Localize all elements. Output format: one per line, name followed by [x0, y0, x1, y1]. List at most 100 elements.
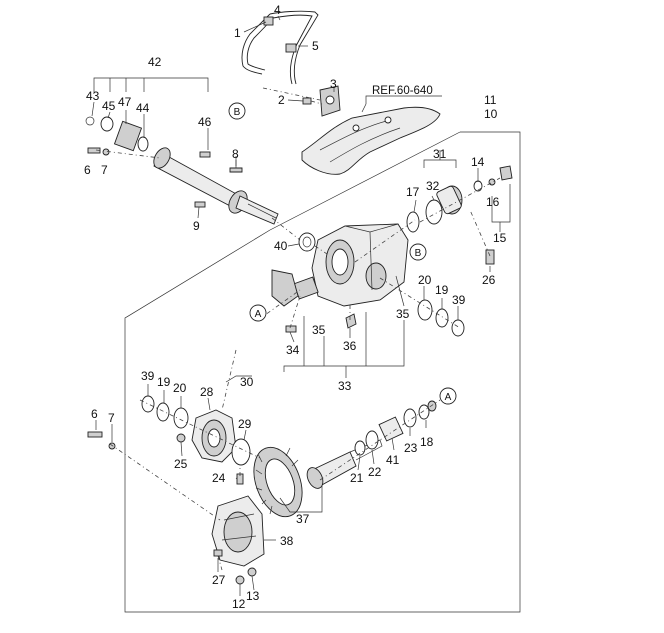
part-number: 37: [296, 512, 310, 526]
part-number: 20: [418, 273, 432, 287]
plug-12-part: [235, 575, 245, 585]
part-number: 30: [240, 375, 254, 389]
part-number: 26: [482, 273, 496, 287]
callout-b-housing: B: [409, 243, 427, 261]
flange-part: [113, 120, 143, 152]
bolt-9-part: [194, 201, 206, 208]
center-lines: [95, 87, 501, 571]
pinion-flange-group: [406, 165, 513, 265]
part-number: 23: [404, 441, 418, 455]
bolt-6-bottom-part: [87, 431, 103, 438]
reference-label: REF.60-640: [372, 85, 433, 97]
propeller-shaft: [85, 116, 279, 225]
part-number: 40: [274, 239, 288, 253]
bolt-6-top-part: [87, 147, 101, 154]
callout-label: B: [415, 248, 422, 259]
leader-lines: [91, 15, 511, 596]
part-number: 19: [435, 283, 449, 297]
part-number: 4: [274, 3, 281, 17]
part-number: 7: [101, 163, 108, 177]
callout-a-right: A: [439, 387, 457, 405]
part-number: 25: [174, 457, 188, 471]
bolt-27-part: [213, 549, 223, 557]
bolt-34-part: [285, 325, 297, 333]
side-bearing-right: [417, 299, 465, 337]
ring-gear: [253, 439, 383, 518]
part-number: 33: [338, 379, 352, 393]
part-number: 8: [232, 147, 239, 161]
part-number: 13: [246, 589, 260, 603]
callout-label: A: [445, 392, 452, 403]
part-number: 28: [200, 385, 214, 399]
part-number: 27: [212, 573, 226, 587]
washer-16-part: [488, 178, 496, 186]
rear-cover: [211, 495, 265, 585]
assembly-outline: [124, 131, 521, 613]
part-number: 6: [84, 163, 91, 177]
part-number: 31: [433, 147, 447, 161]
callout-label: B: [234, 107, 241, 118]
clamp-part: [285, 43, 297, 53]
reference-cover: [301, 106, 441, 175]
hose-clip-part: [263, 16, 274, 26]
bolt-25-part: [176, 433, 186, 443]
differential-carrier: [271, 223, 409, 333]
seal-40-part: [298, 232, 316, 252]
part-number: 7: [108, 411, 115, 425]
washer-13-part: [247, 567, 257, 577]
part-number-labels: 4 1 5 3 2 11 10 42 43 45 47 44 46 8 6 7 …: [84, 3, 507, 611]
part-number: 35: [312, 323, 326, 337]
breather-hose-assembly: [241, 10, 341, 117]
part-number: 45: [102, 99, 116, 113]
part-number: 44: [136, 101, 150, 115]
washer-14-part: [473, 180, 483, 192]
dust-cover-32-part: [425, 199, 443, 225]
part-number: 43: [86, 89, 100, 103]
part-number: 41: [386, 453, 400, 467]
seal-17-part: [406, 211, 420, 233]
nut-part: [499, 165, 513, 181]
bolt-26-part: [485, 249, 495, 265]
part-number: 35: [396, 307, 410, 321]
part-number: 20: [173, 381, 187, 395]
callout-b-top: B: [228, 102, 246, 120]
part-number: 3: [330, 77, 337, 91]
differential-case: [176, 409, 251, 485]
ring-29-part: [231, 438, 251, 466]
bolt-2-part: [302, 97, 312, 105]
washer-7-top-part: [102, 148, 110, 156]
seal-45-part: [100, 116, 114, 132]
part-number: 5: [312, 39, 319, 53]
part-number: 12: [232, 597, 246, 611]
part-number: 34: [286, 343, 300, 357]
part-number: 18: [420, 435, 434, 449]
part-number: 46: [198, 115, 212, 129]
part-number: 9: [193, 219, 200, 233]
nut-36-part: [345, 313, 357, 329]
part-number: 24: [212, 471, 226, 485]
part-number: 29: [238, 417, 252, 431]
part-number: 6: [91, 407, 98, 421]
part-number: 38: [280, 534, 294, 548]
part-number: 39: [141, 369, 155, 383]
pinion-bearing-stack: [354, 400, 437, 456]
part-number: 10: [484, 107, 498, 121]
part-number: 11: [484, 93, 497, 107]
part-number: 32: [426, 179, 440, 193]
callout-label: A: [255, 309, 262, 320]
bolt-46-part: [199, 151, 211, 158]
part-number: 15: [493, 231, 507, 245]
washer-7-bottom-part: [108, 442, 116, 450]
mount-bracket-part: [271, 269, 299, 307]
part-number: 17: [406, 185, 420, 199]
part-number: 14: [471, 155, 485, 169]
part-number: 16: [486, 195, 500, 209]
part-number: 19: [157, 375, 171, 389]
part-number: 36: [343, 339, 357, 353]
side-bearing-left: [141, 395, 189, 429]
part-number: 42: [148, 55, 162, 69]
lower-bolt: [87, 431, 116, 450]
part-number: 2: [278, 93, 285, 107]
part-number: 47: [118, 95, 132, 109]
